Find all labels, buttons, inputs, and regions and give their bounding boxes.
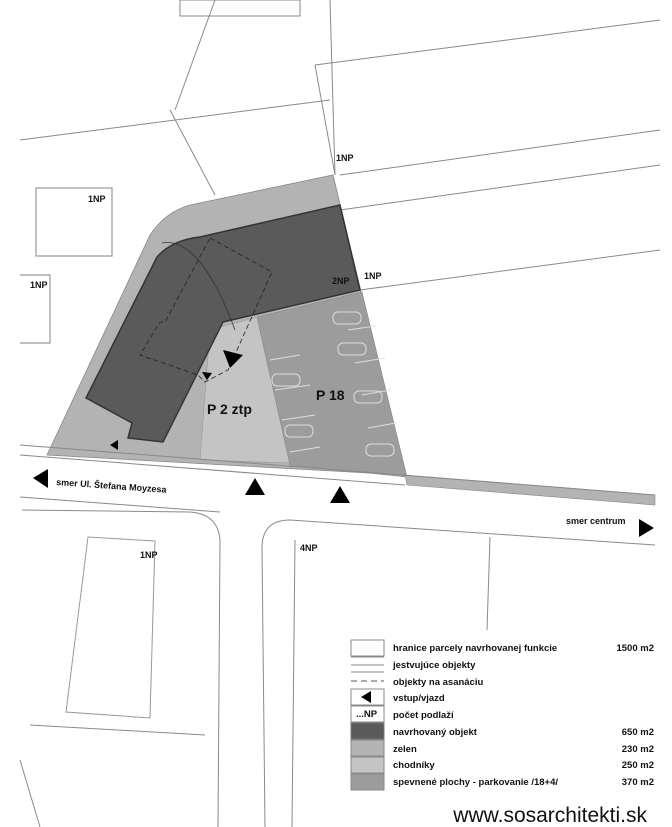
direction-right-label: smer centrum [566, 516, 626, 526]
legend-label: počet podlaží [393, 710, 454, 721]
legend-value: 250 m2 [622, 760, 654, 771]
legend-value: 650 m2 [622, 727, 654, 738]
floor-label: 1NP [336, 153, 354, 163]
legend-label: jestvujúce objekty [392, 660, 476, 671]
legend-swatch-lines [351, 656, 384, 673]
existing-context-lines [19, 0, 661, 291]
entry-arrows [33, 350, 654, 537]
legend-value: 1500 m2 [616, 643, 654, 654]
parking-label-large: P 18 [316, 387, 345, 403]
arrow-left-icon [33, 469, 48, 488]
entry-arrow-up-icon [330, 486, 350, 503]
floor-label: 1NP [140, 550, 158, 560]
legend-np-swatch: ...NP [356, 709, 378, 720]
legend-swatch-parking [350, 773, 385, 791]
demolition-objects [139, 237, 273, 383]
legend-label: vstup/vjazd [393, 693, 445, 704]
legend-swatch-outline [350, 639, 385, 657]
legend-swatch-sidewalks [350, 756, 385, 774]
direction-left-label: smer Ul. Štefana Moyzesa [56, 476, 168, 495]
website-url[interactable]: www.sosarchitekti.sk [452, 804, 647, 827]
legend-label: hranice parcely navrhovanej funkcie [393, 643, 557, 654]
existing-building-sw [65, 536, 156, 719]
legend-label: navrhovaný objekt [393, 727, 478, 738]
existing-building-nw [35, 187, 113, 257]
entry-arrow-icon [223, 350, 243, 368]
floor-label: 1NP [88, 194, 106, 204]
parking-label-small: P 2 ztp [207, 401, 252, 417]
entry-arrow-icon [110, 440, 118, 450]
floor-label: 4NP [300, 543, 318, 553]
proposed-building [85, 204, 361, 443]
road [19, 444, 656, 827]
legend-label: spevnené plochy - parkovanie /18+4/ [393, 777, 558, 788]
legend-label: objekty na asanáciu [393, 677, 483, 688]
arrow-right-icon [639, 519, 654, 537]
floor-label: 1NP [364, 271, 382, 281]
floor-label: 1NP [30, 280, 48, 290]
legend-swatch-greenery [350, 739, 385, 757]
legend-label: zelen [393, 744, 417, 755]
entry-arrow-up-icon [245, 478, 265, 495]
legend-value: 370 m2 [622, 777, 654, 788]
legend-label: chodníky [393, 760, 435, 771]
parking-stalls [269, 311, 397, 457]
legend-arrow-icon [361, 691, 371, 703]
floor-label-proposed: 2NP [332, 276, 350, 286]
existing-building-west [20, 274, 51, 344]
entry-arrow-icon [202, 372, 212, 380]
legend: ...NP hranice parcely navrhovanej funkci… [350, 639, 654, 791]
legend-swatch-building [350, 722, 385, 740]
legend-value: 230 m2 [622, 744, 654, 755]
